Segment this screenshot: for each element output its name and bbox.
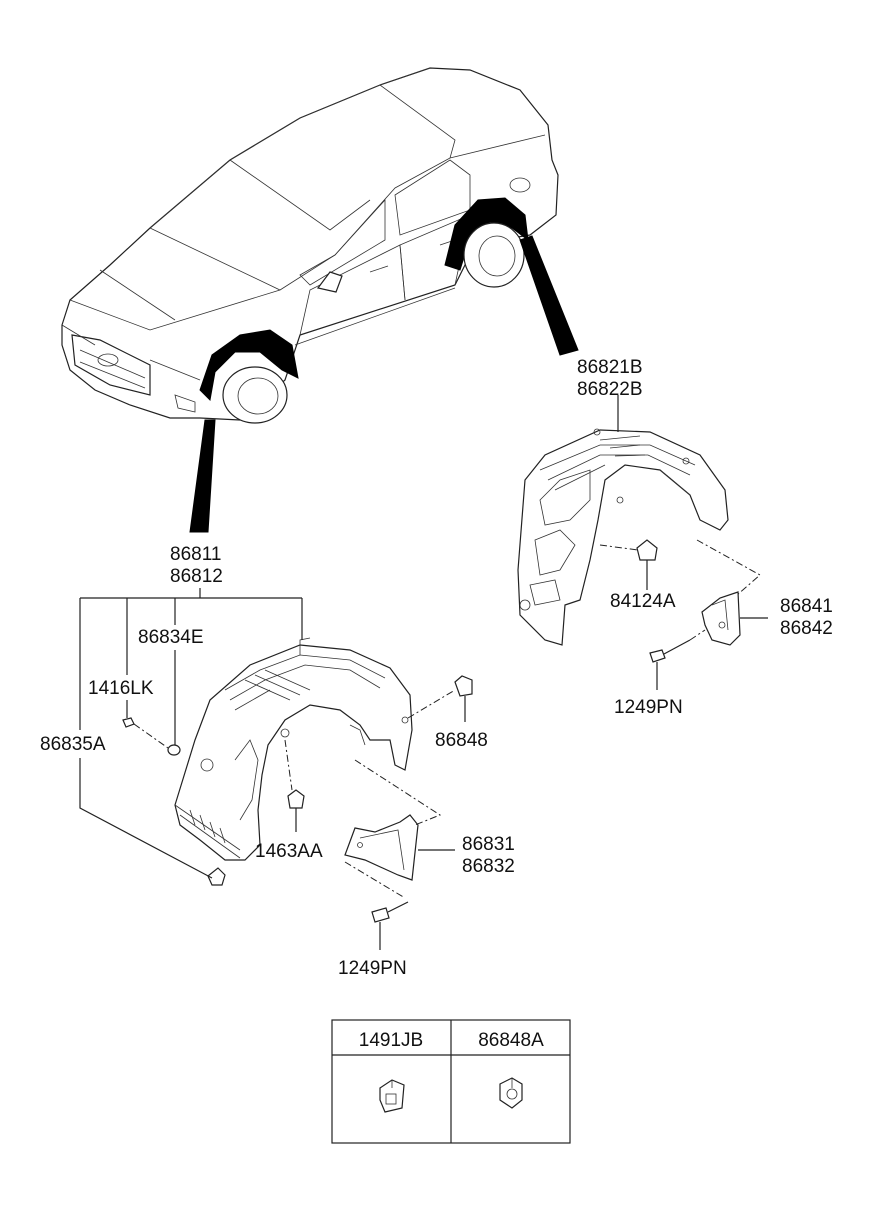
screw-rear bbox=[649, 629, 706, 690]
nut-84124a bbox=[599, 539, 658, 590]
label-86822b: 86822B bbox=[577, 379, 643, 400]
clip-86848 bbox=[407, 675, 473, 722]
label-1416lk: 1416LK bbox=[88, 678, 154, 699]
label-86841: 86841 bbox=[780, 596, 833, 617]
label-86811: 86811 bbox=[170, 544, 221, 565]
push-clip-round-icon bbox=[499, 1077, 523, 1109]
rear-mud-flap bbox=[701, 591, 768, 646]
rear-wheel-liner bbox=[517, 395, 761, 646]
label-86812: 86812 bbox=[170, 566, 223, 587]
front-wheel-liner bbox=[174, 637, 413, 886]
label-1249pn-front: 1249PN bbox=[338, 958, 407, 979]
legend-table: 1491JB 86848A bbox=[331, 1019, 571, 1144]
label-86848: 86848 bbox=[435, 730, 488, 751]
label-84124a: 84124A bbox=[610, 591, 676, 612]
clip-1463aa bbox=[284, 739, 305, 832]
label-1463aa: 1463AA bbox=[255, 841, 323, 862]
screw-front bbox=[344, 861, 409, 950]
front-mud-flap bbox=[344, 759, 455, 881]
legend-header-1491jb: 1491JB bbox=[359, 1030, 423, 1051]
label-86832: 86832 bbox=[462, 856, 515, 877]
label-86834e: 86834E bbox=[138, 627, 204, 648]
label-1249pn-rear: 1249PN bbox=[614, 697, 683, 718]
push-clip-square-icon bbox=[379, 1079, 405, 1113]
car-illustration bbox=[61, 67, 579, 533]
label-86831: 86831 bbox=[462, 834, 515, 855]
label-86842: 86842 bbox=[780, 618, 833, 639]
legend-header-86848a: 86848A bbox=[478, 1030, 544, 1051]
callout-labels: 86821B 86822B 86811 86812 84124A 86841 8… bbox=[40, 357, 833, 979]
label-86821b: 86821B bbox=[577, 357, 643, 378]
front-leader-lines bbox=[79, 588, 303, 879]
label-86835a: 86835A bbox=[40, 734, 106, 755]
